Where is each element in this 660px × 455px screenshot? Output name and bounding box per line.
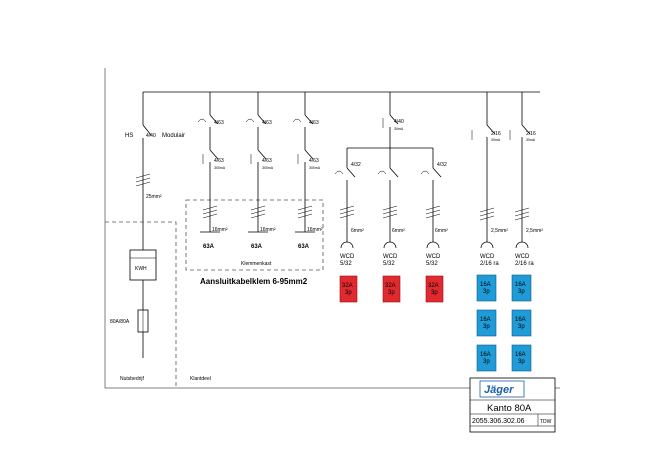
hs-rating: 4/40 — [146, 133, 156, 139]
customer-zone-label: Klantdeel — [190, 376, 211, 382]
revision: TDW — [540, 419, 552, 425]
svg-text:3p: 3p — [483, 359, 490, 365]
svg-text:32A: 32A — [342, 283, 353, 289]
socket-16a: 16A 3p — [511, 274, 532, 302]
wcd-name: WCD — [383, 254, 398, 260]
rcd-sensitivity: 300mA — [214, 166, 226, 170]
wcd-spec: 5/32 — [426, 261, 438, 267]
wcd-name: WCD — [480, 254, 495, 260]
product-name: Kanto 80A — [487, 403, 532, 414]
rcd-rating: 4/63 — [214, 158, 224, 164]
svg-text:3p: 3p — [518, 359, 525, 365]
wcd-spec: 5/32 — [383, 261, 395, 267]
rating-label: 63A — [203, 244, 215, 250]
mcb-rating: 4/63 — [309, 120, 319, 126]
wcd-name: WCD — [426, 254, 441, 260]
cable-label: 6mm² — [351, 228, 364, 234]
cable-label: 16mm² — [212, 227, 228, 233]
mcb-rating: 4/32 — [351, 162, 361, 168]
socket-32a: 32A 3p — [425, 275, 444, 303]
svg-text:16A: 16A — [515, 352, 526, 358]
svg-text:16A: 16A — [515, 317, 526, 323]
wcd-32-group-2: 6mm² WCD 5/32 32A 3p — [377, 160, 405, 303]
cable-label: 6mm² — [392, 228, 405, 234]
rating-label: 63A — [251, 244, 263, 250]
socket-32a: 32A 3p — [382, 275, 401, 303]
wcd-spec: 2/16 ra — [515, 261, 534, 267]
mcb-rating: 4/63 — [214, 120, 224, 126]
rcd-sensitivity: 300mA — [262, 166, 274, 170]
rcd-rating: 2/16 — [491, 131, 501, 137]
socket-16a: 16A 3p — [511, 309, 532, 337]
hs-type: Modulair — [162, 133, 185, 139]
wcd-main-rating: 4/40 — [394, 119, 404, 125]
svg-text:16A: 16A — [515, 282, 526, 288]
mcb-rating: 4/32 — [437, 162, 447, 168]
clamp-box-label: Klemmenkast — [241, 261, 272, 267]
svg-text:3p: 3p — [345, 290, 352, 296]
title-block: Jäger Kanto 80A 2055.306.302.06 TDW — [469, 377, 556, 433]
clamp-box — [185, 199, 324, 271]
main-cable-label: 25mm² — [146, 194, 162, 200]
wcd-32-group-1: 4/32 6mm² WCD 5/32 32A 3p — [334, 160, 364, 303]
svg-text:32A: 32A — [385, 283, 396, 289]
svg-text:16A: 16A — [480, 317, 491, 323]
svg-text:3p: 3p — [483, 324, 490, 330]
svg-text:16A: 16A — [480, 352, 491, 358]
wcd-main-sens: 30mA — [394, 127, 404, 131]
utility-zone-label: Nutsbedrijf — [120, 376, 145, 382]
wcd-name: WCD — [340, 254, 355, 260]
svg-text:16A: 16A — [480, 282, 491, 288]
svg-text:3p: 3p — [483, 289, 490, 295]
wcd-spec: 5/32 — [340, 261, 352, 267]
cable-label: 6mm² — [435, 228, 448, 234]
socket-16a: 16A 3p — [511, 344, 532, 372]
rcd-rating: 4/63 — [309, 158, 319, 164]
svg-text:3p: 3p — [518, 289, 525, 295]
logo-text: Jäger — [484, 384, 514, 396]
cable-label: 16mm² — [307, 227, 323, 233]
jager-logo — [479, 380, 525, 398]
group-63a-3: 4/63 4/63 300mA 16mm² 63A — [292, 92, 323, 250]
svg-text:3p: 3p — [431, 290, 438, 296]
wcd-spec: 2/16 ra — [480, 261, 499, 267]
group-63a-2: 4/63 4/63 300mA 16mm² 63A — [245, 92, 276, 250]
socket-16a: 16A 3p — [476, 309, 497, 337]
svg-text:3p: 3p — [518, 324, 525, 330]
group-63a-1: 4/63 4/63 300mA 16mm² 63A — [197, 92, 228, 250]
cable-label: 2,5mm² — [526, 228, 543, 234]
rcd-rating: 4/63 — [262, 158, 272, 164]
drawing-code: 2055.306.302.06 — [472, 418, 525, 425]
socket-16a: 16A 3p — [476, 344, 497, 372]
utility-zone-border — [105, 221, 177, 388]
wcd-32-group-3: 4/32 6mm² WCD 5/32 32A 3p — [420, 160, 448, 303]
kwh-meter — [129, 249, 157, 281]
rcd-sens: 30mA — [491, 138, 501, 142]
main-feeder: HS 4/40 Modulair 25mm² — [125, 92, 185, 250]
socket-32a: 32A 3p — [339, 275, 358, 303]
wcd-16-group-2: 2/16 30mA 2,5mm² WCD 2/16 ra 16A 3p 16A … — [509, 92, 543, 372]
socket-16a: 16A 3p — [476, 274, 497, 302]
wcd-16-group-1: 2/16 30mA 2,5mm² WCD 2/16 ra 16A 3p 16A … — [471, 92, 508, 372]
svg-text:32A: 32A — [428, 283, 439, 289]
rcd-rating: 2/16 — [526, 131, 536, 137]
cable-label: 2,5mm² — [491, 228, 508, 234]
cable-clamp-note: Aansluitkabelklem 6-95mm2 — [200, 277, 308, 286]
wcd-name: WCD — [515, 254, 530, 260]
hs-label: HS — [125, 133, 133, 139]
svg-text:3p: 3p — [388, 290, 395, 296]
fuse-label: 80A/80A — [110, 319, 130, 325]
rating-label: 63A — [298, 244, 310, 250]
cable-label: 16mm² — [260, 227, 276, 233]
kwh-label: KWH — [135, 266, 147, 272]
rcd-sens: 30mA — [526, 138, 536, 142]
mcb-rating: 4/63 — [262, 120, 272, 126]
wcd-main-rcd: 4/40 30mA — [346, 92, 434, 160]
rcd-sensitivity: 300mA — [309, 166, 321, 170]
